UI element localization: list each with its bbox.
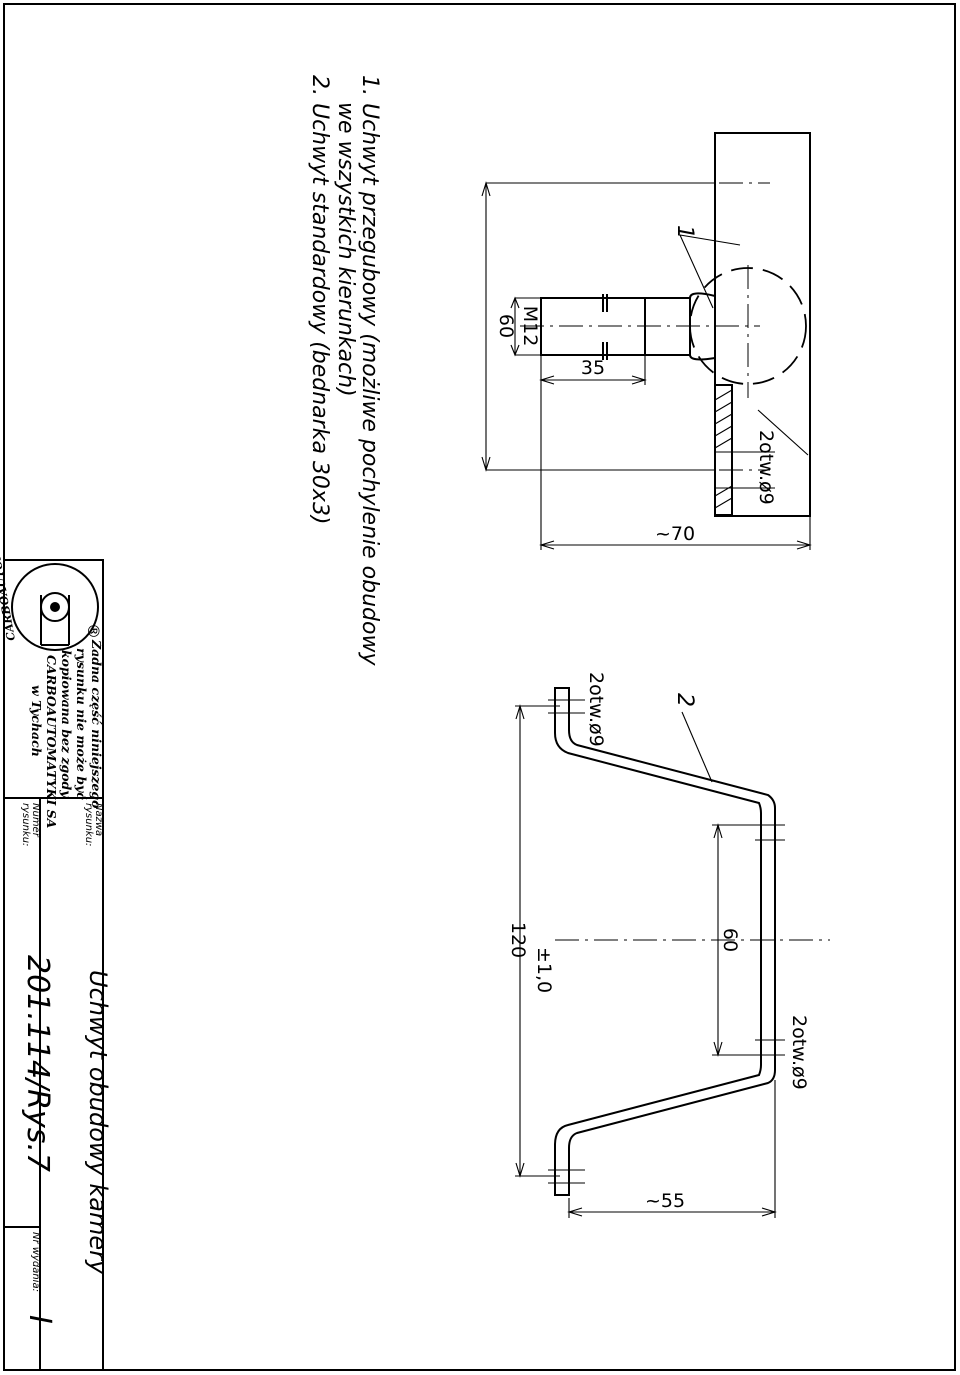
edition-caption: Nr wydania: [30,1232,41,1292]
dim-35-label: 35 [581,357,605,379]
mounting-plate-section [714,384,775,516]
copyright-notice: Żadna część niniejszego rysunku nie może… [29,639,104,829]
notes: 1. Uchwyt przegubowy (możliwe pochylenie… [307,75,382,666]
number-caption-2: rysunku: [20,803,31,846]
drawing-name: Uchwyt obudowy kamery [84,970,112,1275]
number-caption-1: Numer [30,803,41,838]
dim-60b-label: 60 [719,928,741,952]
drawing-number: 201.114/Rys.7 [20,955,55,1172]
name-caption-1: Nazwa [93,803,104,836]
holes-label-top: 2otw.ø9 [585,672,607,747]
holes-label-1: 2otw.ø9 [755,430,777,505]
registered-mark: ® [84,623,103,639]
edition-number: I [22,1315,57,1324]
svg-text:CARBOAUTOMATYKI SA: CARBOAUTOMATYKI SA [44,655,59,829]
title-block: CARBOAUTOMATYKA ® Żadna część niniejszeg… [0,506,112,1371]
holes-label-bottom: 2otw.ø9 [788,1015,810,1090]
callout-1: 1 [672,225,697,239]
sheet-border [3,3,956,1371]
note-1b: we wszystkich kierunkach) [333,102,358,397]
name-caption-2: rysunku: [83,803,94,846]
drawing-ball-joint-holder: 60 M12 35 ~70 2otw.ø9 1 [481,132,812,550]
dim-tolerance-label: ±1,0 [533,947,555,993]
callout-2: 2 [672,693,697,707]
svg-text:w Tychach: w Tychach [29,685,44,757]
company-logo: CARBOAUTOMATYKA [0,506,99,651]
dim-m12-label: M12 [519,306,541,347]
dim-60-label: 60 [495,314,517,338]
callout-2-leader [681,711,713,783]
svg-text:Żadna część niniejszego: Żadna część niniejszego [89,639,104,808]
callout-1-leader [679,234,741,309]
dim-55-label: ~55 [645,1190,685,1212]
svg-text:kopiowana bez zgody: kopiowana bez zgody [59,650,74,798]
note-2: 2. Uchwyt standardowy (bednarka 30x3) [307,75,332,525]
housing-plate [714,132,811,517]
drawing-standard-bracket: 120 ±1,0 60 ~55 2otw.ø9 2otw.ø9 2 [507,672,830,1218]
note-1a: 1. Uchwyt przegubowy (możliwe pochylenie… [357,75,382,666]
bracket-profile [554,687,776,1196]
svg-text:rysunku nie może być: rysunku nie może być [74,648,89,800]
dim-120-label: 120 [507,922,529,958]
dim-70-label: ~70 [655,523,695,545]
